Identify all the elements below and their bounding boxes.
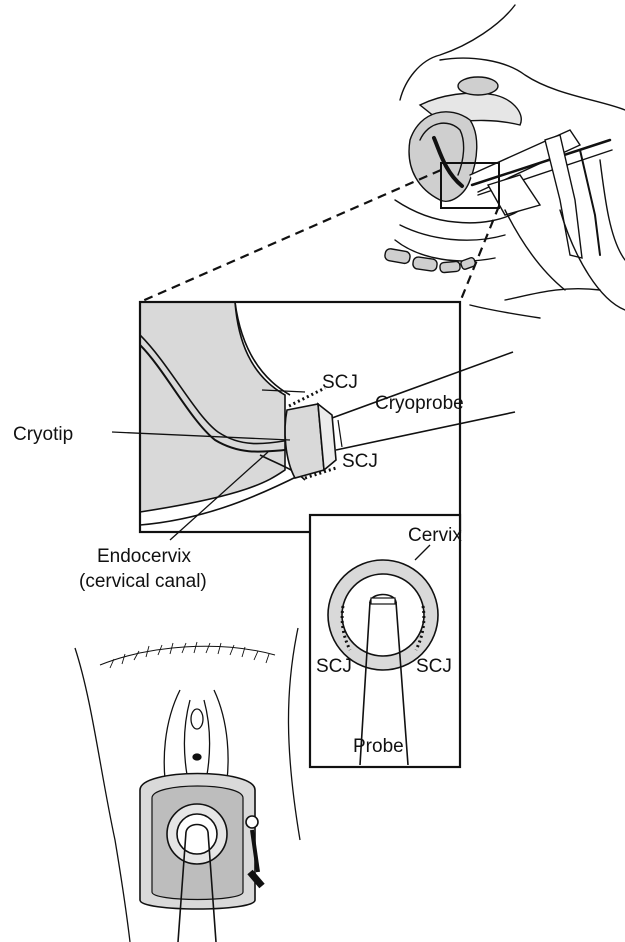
cervix-front-view-panel [310,515,460,767]
label-scj-right: SCJ [416,656,452,677]
label-probe: Probe [353,736,404,757]
magnified-cryoprobe-panel [140,302,515,532]
label-scj-top: SCJ [322,372,358,393]
external-view-with-speculum [75,628,300,942]
label-endocervix: Endocervix [97,546,191,567]
label-cervical-canal: (cervical canal) [79,571,207,592]
label-scj-left: SCJ [316,656,352,677]
label-cryoprobe: Cryoprobe [375,393,464,414]
label-cryotip: Cryotip [13,424,73,445]
label-scj-middle: SCJ [342,451,378,472]
label-cervix: Cervix [408,525,462,546]
sagittal-pelvis-view [384,5,625,318]
